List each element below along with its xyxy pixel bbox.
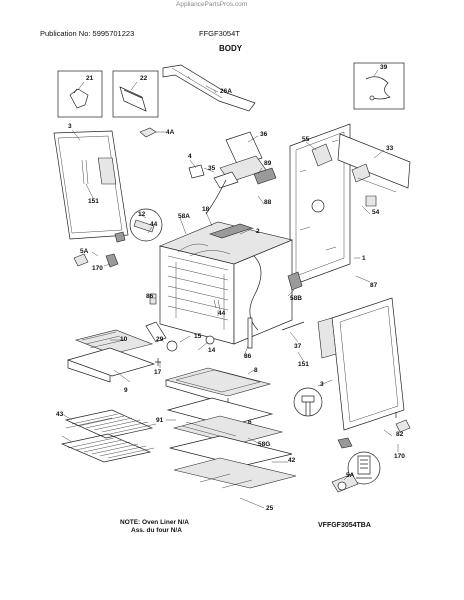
callout-8: 8	[254, 367, 258, 374]
note-oven-liner: NOTE: Oven Liner N/A Ass. du four N/A	[120, 519, 189, 535]
detail-circle-5A	[347, 451, 381, 485]
callout-29: 29	[156, 336, 164, 343]
callout-37: 37	[294, 343, 302, 350]
publication-number: Publication No: 5995701223	[40, 29, 135, 38]
back-cover-33	[337, 133, 411, 189]
callout-36: 36	[260, 131, 268, 138]
callout-55: 55	[302, 136, 310, 143]
callout-151: 151	[88, 198, 99, 205]
bottom-plate-25	[173, 457, 297, 489]
callout-6: 6	[248, 419, 252, 426]
callout-87: 87	[370, 282, 378, 289]
callout-58g: 58G	[258, 441, 270, 448]
callout-170: 170	[394, 453, 405, 460]
oven-bottom-8	[164, 367, 272, 397]
callout-9: 9	[124, 387, 128, 394]
callout-58a: 58A	[178, 213, 190, 220]
callout-86: 86	[244, 353, 252, 360]
callout-170: 170	[92, 265, 103, 272]
callout-22: 22	[140, 75, 148, 82]
callout-4a: 4A	[166, 129, 175, 136]
callout-10: 10	[120, 336, 128, 343]
callout-39: 39	[380, 64, 388, 71]
callout-82: 82	[396, 431, 404, 438]
inset-box-22	[112, 70, 159, 118]
callout-33: 33	[386, 145, 394, 152]
callout-17: 17	[154, 369, 162, 376]
broil-pan-insert-10	[75, 329, 153, 355]
callout-86: 86	[146, 293, 154, 300]
section-title: BODY	[219, 44, 243, 53]
callout-25: 25	[266, 505, 274, 512]
callout-5a: 5A	[346, 472, 355, 479]
note-line-2: Ass. du four N/A	[131, 527, 182, 534]
callout-3: 3	[320, 381, 324, 388]
right-side-panel-3	[331, 297, 405, 431]
callout-5a: 5A	[80, 248, 89, 255]
detail-circle-12	[129, 208, 163, 242]
callout-3: 3	[68, 123, 72, 130]
callout-2: 2	[256, 228, 260, 235]
callout-89: 89	[264, 160, 272, 167]
callout-54: 54	[372, 209, 380, 216]
callout-44: 44	[218, 310, 226, 317]
callout-18: 18	[202, 206, 210, 213]
callout-43: 43	[56, 411, 64, 418]
callout-12: 12	[138, 211, 146, 218]
inset-box-21	[57, 70, 103, 118]
callout-151: 151	[298, 361, 309, 368]
callout-15: 15	[194, 333, 202, 340]
callout-88: 88	[264, 199, 272, 206]
model-number: FFGF3054T	[199, 29, 240, 38]
callout-91: 91	[156, 417, 164, 424]
callout-1: 1	[362, 255, 366, 262]
detail-circle-43	[293, 387, 323, 417]
callout-35: 35	[208, 165, 216, 172]
note-line-1: NOTE: Oven Liner N/A	[120, 519, 189, 526]
callout-14: 14	[208, 347, 216, 354]
callout-58b: 58B	[290, 295, 302, 302]
rear-bracket-26A	[162, 64, 256, 112]
diagram-code: VFFGF3054TBA	[318, 522, 371, 529]
broil-pan-9	[66, 347, 156, 377]
inset-box-39	[353, 62, 405, 110]
callout-42: 42	[288, 457, 296, 464]
callout-21: 21	[86, 75, 94, 82]
callout-26a: 26A	[220, 88, 232, 95]
callout-4: 4	[188, 153, 192, 160]
callout-44: 44	[150, 221, 158, 228]
oven-racks-6	[60, 409, 157, 463]
watermark: AppliancePartsPros.com	[176, 1, 248, 8]
